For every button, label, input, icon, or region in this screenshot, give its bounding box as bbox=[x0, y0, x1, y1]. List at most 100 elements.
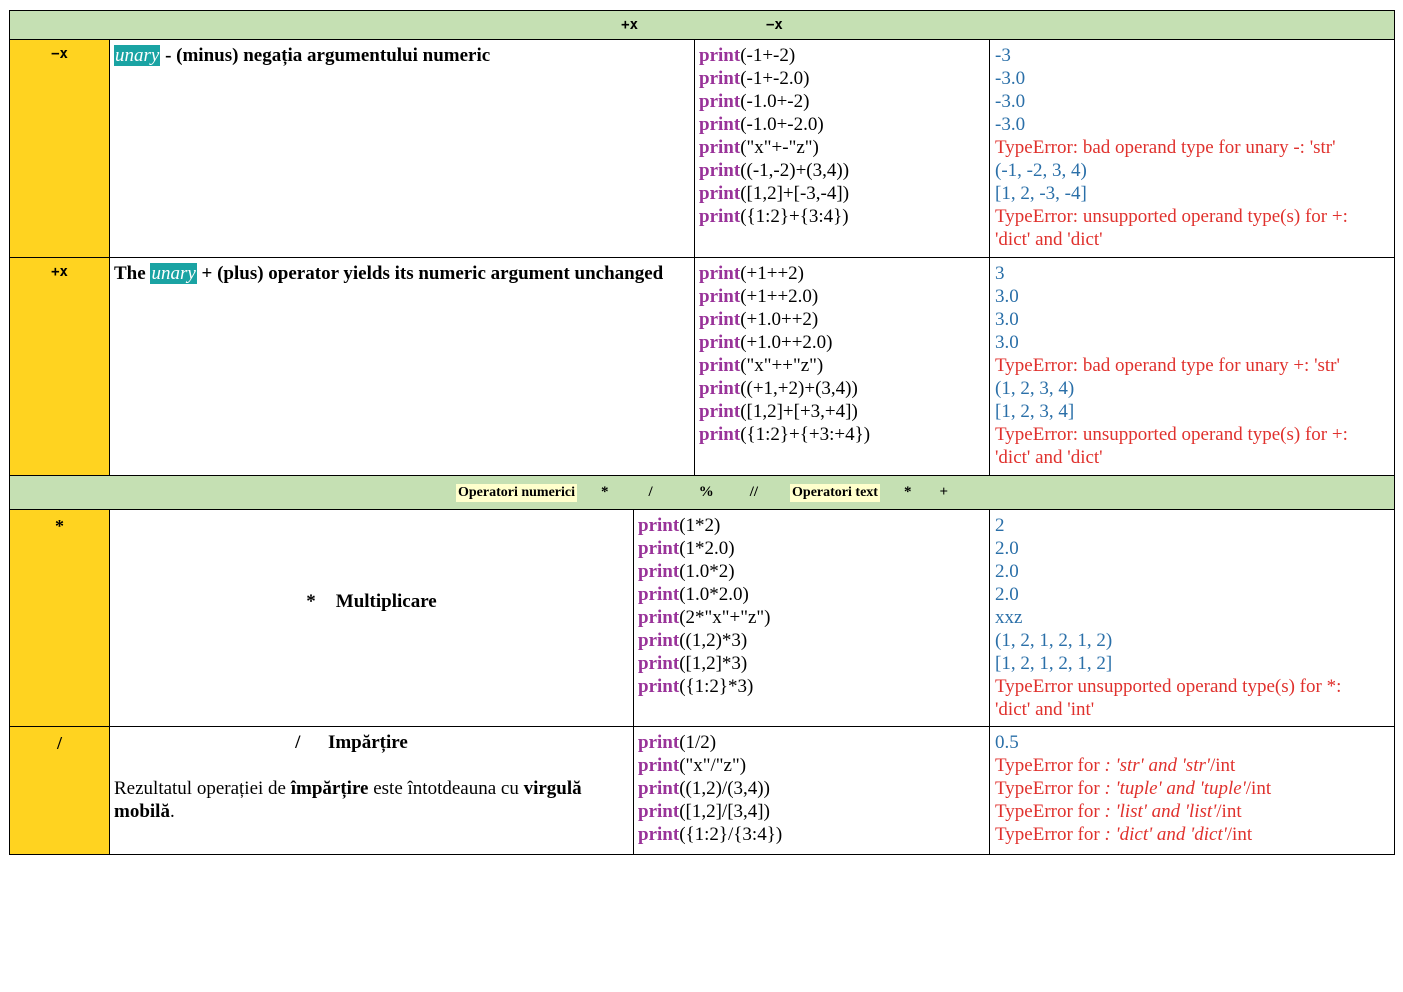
output-line: [1, 2, -3, -4] bbox=[995, 183, 1087, 204]
code-line: print(-1.0+-2) bbox=[699, 91, 810, 112]
code-line: print("x"++"z") bbox=[699, 355, 824, 376]
output-line: (1, 2, 1, 2, 1, 2) bbox=[995, 630, 1113, 651]
op-cell: * bbox=[10, 510, 110, 726]
output-cell: 2 2.0 2.0 2.0 xxz (1, 2, 1, 2, 1, 2) [1,… bbox=[990, 510, 1394, 726]
output-error: TypeError: bad operand type for unary +:… bbox=[995, 355, 1340, 376]
code-line: print(1*2) bbox=[638, 515, 721, 536]
code-line: print((-1,-2)+(3,4)) bbox=[699, 160, 850, 181]
op-cell: / bbox=[10, 727, 110, 854]
code-line: print({1:2}+{+3:+4}) bbox=[699, 424, 871, 445]
code-line: print("x"+-"z") bbox=[699, 137, 819, 158]
output-error: 'dict' and 'int' bbox=[995, 699, 1095, 720]
code-line: print([1,2]*3) bbox=[638, 653, 748, 674]
op-symbol: / bbox=[648, 484, 653, 500]
op-symbol: + bbox=[939, 484, 949, 500]
code-line: print(+1.0++2) bbox=[699, 309, 819, 330]
code-line: print(2*"x"+"z") bbox=[638, 607, 771, 628]
title-symbol: * bbox=[306, 590, 316, 612]
row-division: / / Impărțire Rezultatul operației de îm… bbox=[9, 727, 1395, 855]
code-line: print([1,2]/[3,4]) bbox=[638, 801, 770, 822]
code-line: print((1,2)*3) bbox=[638, 630, 748, 651]
output-line: 2.0 bbox=[995, 584, 1019, 605]
op-cell: +x bbox=[10, 258, 110, 475]
op-symbol: % bbox=[698, 484, 714, 500]
title-text: Multiplicare bbox=[335, 590, 437, 612]
output-error: TypeError: unsupported operand type(s) f… bbox=[995, 206, 1348, 227]
output-error: TypeError for : 'dict' and 'dict'/int bbox=[995, 824, 1253, 845]
output-line: -3.0 bbox=[995, 114, 1026, 135]
code-line: print({1:2}*3) bbox=[638, 676, 754, 697]
description-cell: unary - (minus) negația argumentului num… bbox=[110, 40, 695, 257]
output-cell: 0.5 TypeError for : 'str' and 'str'/int … bbox=[990, 727, 1394, 854]
label-text-operators: Operatori text bbox=[790, 483, 880, 502]
output-error: TypeError: unsupported operand type(s) f… bbox=[995, 424, 1348, 445]
code-cell: print(1/2) print("x"/"z") print((1,2)/(3… bbox=[634, 727, 990, 854]
description-cell: The unary + (plus) operator yields its n… bbox=[110, 258, 695, 475]
code-line: print(1*2.0) bbox=[638, 538, 735, 559]
output-error: 'dict' and 'dict' bbox=[995, 447, 1103, 468]
code-line: print(+1++2.0) bbox=[699, 286, 819, 307]
output-line: 3.0 bbox=[995, 332, 1019, 353]
code-line: print(-1.0+-2.0) bbox=[699, 114, 824, 135]
output-cell: 3 3.0 3.0 3.0 TypeError: bad operand typ… bbox=[990, 258, 1394, 475]
title-symbol: / bbox=[295, 732, 301, 753]
output-cell: -3 -3.0 -3.0 -3.0 TypeError: bad operand… bbox=[990, 40, 1394, 257]
output-error: TypeError for : 'str' and 'str'/int bbox=[995, 755, 1236, 776]
header-plus-x: +x bbox=[621, 17, 638, 33]
output-error: TypeError unsupported operand type(s) fo… bbox=[995, 676, 1342, 697]
output-error: TypeError for : 'list' and 'list'/int bbox=[995, 801, 1242, 822]
output-line: 2.0 bbox=[995, 538, 1019, 559]
code-line: print(1/2) bbox=[638, 732, 717, 753]
description-cell: * Multiplicare bbox=[110, 510, 634, 726]
desc-post: + (plus) operator yields its numeric arg… bbox=[196, 263, 664, 284]
row-multiplication: * * Multiplicare print(1*2) print(1*2.0)… bbox=[9, 510, 1395, 727]
output-line: 3 bbox=[995, 263, 1005, 284]
output-line: [1, 2, 1, 2, 1, 2] bbox=[995, 653, 1113, 674]
code-line: print([1,2]+[-3,-4]) bbox=[699, 183, 850, 204]
code-line: print(1.0*2) bbox=[638, 561, 735, 582]
code-line: print({1:2}/{3:4}) bbox=[638, 824, 783, 845]
description-cell: / Impărțire Rezultatul operației de împă… bbox=[110, 727, 634, 854]
output-line: 2.0 bbox=[995, 561, 1019, 582]
header-minus-x: −x bbox=[766, 17, 783, 33]
output-line: (1, 2, 3, 4) bbox=[995, 378, 1075, 399]
header-band-binary: Operatori numerici * / % // Operatori te… bbox=[9, 476, 1395, 510]
code-line: print((+1,+2)+(3,4)) bbox=[699, 378, 858, 399]
code-line: print({1:2}+{3:4}) bbox=[699, 206, 849, 227]
output-line: -3.0 bbox=[995, 91, 1026, 112]
output-line: 0.5 bbox=[995, 732, 1019, 753]
code-line: print((1,2)/(3,4)) bbox=[638, 778, 770, 799]
output-error: 'dict' and 'dict' bbox=[995, 229, 1103, 250]
output-line: [1, 2, 3, 4] bbox=[995, 401, 1075, 422]
desc-post: - (minus) negația argumentului numeric bbox=[160, 45, 491, 66]
title-text: Impărțire bbox=[327, 732, 408, 753]
output-line: xxz bbox=[995, 607, 1023, 628]
row-unary-minus: −x unary - (minus) negația argumentului … bbox=[9, 40, 1395, 258]
division-note: Rezultatul operației de împărțire este î… bbox=[114, 778, 582, 822]
code-line: print(-1+-2.0) bbox=[699, 68, 810, 89]
header-band-unary: +x −x bbox=[9, 10, 1395, 40]
code-line: print("x"/"z") bbox=[638, 755, 747, 776]
output-error: TypeError: bad operand type for unary -:… bbox=[995, 137, 1336, 158]
output-line: 3.0 bbox=[995, 309, 1019, 330]
desc-pre: The bbox=[114, 263, 151, 284]
code-line: print(1.0*2.0) bbox=[638, 584, 749, 605]
output-line: (-1, -2, 3, 4) bbox=[995, 160, 1087, 181]
division-title: / Impărțire bbox=[114, 731, 629, 754]
code-cell: print(+1++2) print(+1++2.0) print(+1.0++… bbox=[695, 258, 990, 475]
code-line: print(+1.0++2.0) bbox=[699, 332, 833, 353]
code-cell: print(1*2) print(1*2.0) print(1.0*2) pri… bbox=[634, 510, 990, 726]
code-line: print(-1+-2) bbox=[699, 45, 796, 66]
output-line: 2 bbox=[995, 515, 1005, 536]
op-symbol: // bbox=[749, 484, 759, 500]
code-line: print(+1++2) bbox=[699, 263, 804, 284]
unary-highlight: unary bbox=[114, 45, 161, 66]
output-line: -3.0 bbox=[995, 68, 1026, 89]
op-symbol: * bbox=[903, 484, 912, 500]
code-cell: print(-1+-2) print(-1+-2.0) print(-1.0+-… bbox=[695, 40, 990, 257]
code-line: print([1,2]+[+3,+4]) bbox=[699, 401, 858, 422]
output-line: -3 bbox=[995, 45, 1011, 66]
row-unary-plus: +x The unary + (plus) operator yields it… bbox=[9, 258, 1395, 476]
operators-table: +x −x −x unary - (minus) negația argumen… bbox=[9, 10, 1395, 855]
output-error: TypeError for : 'tuple' and 'tuple'/int bbox=[995, 778, 1272, 799]
